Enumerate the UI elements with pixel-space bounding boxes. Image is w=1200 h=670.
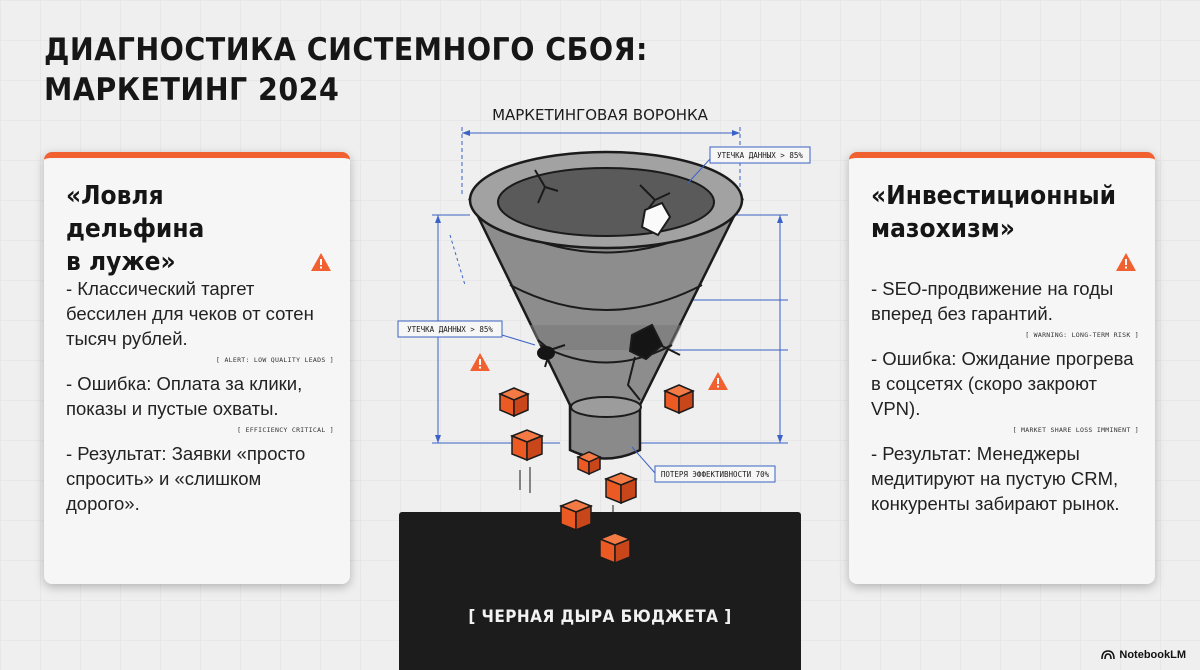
- callout-top-text: УТЕЧКА ДАННЫХ > 85%: [717, 151, 803, 160]
- page-title: ДИАГНОСТИКА СИСТЕМНОГО СБОЯ: МАРКЕТИНГ 2…: [44, 30, 648, 110]
- left-card-title-line-1: «Ловля дельфина: [66, 181, 205, 244]
- falling-cubes: [498, 384, 695, 565]
- right-item-1-tag: [ WARNING: LONG-TERM RISK ]: [1025, 331, 1139, 339]
- right-card-title: «Инвестиционный мазохизм»: [871, 180, 1117, 246]
- right-item-3-text: - Результат: Менеджеры медитируют на пус…: [871, 443, 1120, 514]
- left-info-card: «Ловля дельфина в луже» - Классический т…: [44, 152, 350, 584]
- funnel-diagram: МАРКЕТИНГОВАЯ ВОРОНКА: [397, 106, 811, 565]
- cube-icon: [498, 387, 530, 418]
- left-card-title-line-2: в луже»: [66, 247, 176, 277]
- callout-left-text: УТЕЧКА ДАННЫХ > 85%: [407, 325, 493, 334]
- warning-icon: [1116, 253, 1136, 271]
- funnel-label: МАРКЕТИНГОВАЯ ВОРОНКА: [492, 106, 709, 124]
- black-hole-label: [ ЧЕРНАЯ ДЫРА БЮДЖЕТА ]: [468, 607, 732, 627]
- right-item-1-text: - SEO-продвижение на годы вперед без гар…: [871, 278, 1114, 324]
- motion-lines: [519, 467, 614, 557]
- left-card-body: - Классический таргет бессилен для чеков…: [66, 276, 334, 516]
- cube-icon: [509, 429, 545, 462]
- callout-bottom-text: ПОТЕРЯ ЭФФЕКТИВНОСТИ 70%: [661, 470, 770, 479]
- notebooklm-logo-icon: [1101, 650, 1116, 660]
- cube-icon: [576, 451, 602, 476]
- callout-top: УТЕЧКА ДАННЫХ > 85%: [687, 146, 811, 184]
- left-item-1-text: - Классический таргет бессилен для чеков…: [66, 278, 314, 349]
- cube-icon: [597, 532, 633, 565]
- right-card-title-line-2: мазохизм»: [871, 214, 1015, 244]
- title-line-1: ДИАГНОСТИКА СИСТЕМНОГО СБОЯ:: [44, 32, 648, 68]
- warning-icon: [708, 372, 728, 390]
- left-item-3-text: - Результат: Заявки «просто спросить» и …: [66, 443, 306, 514]
- notebooklm-logo: NotebookLM: [1101, 649, 1186, 661]
- title-line-2: МАРКЕТИНГ 2024: [44, 72, 340, 108]
- left-item-2-text: - Ошибка: Оплата за клики, показы и пуст…: [66, 373, 303, 419]
- right-item-2-text: - Ошибка: Ожидание прогрева в соцсетях (…: [871, 348, 1134, 419]
- left-item-1-tag: [ ALERT: LOW QUALITY LEADS ]: [216, 356, 334, 364]
- funnel-illustration: [467, 150, 745, 460]
- warning-icon: [470, 353, 490, 371]
- right-card-body: - SEO-продвижение на годы вперед без гар…: [871, 276, 1139, 516]
- right-item-2-tag: [ MARKET SHARE LOSS IMMINENT ]: [1012, 426, 1139, 434]
- callout-left: УТЕЧКА ДАННЫХ > 85%: [397, 320, 536, 346]
- callout-bottom: ПОТЕРЯ ЭФФЕКТИВНОСТИ 70%: [631, 446, 776, 483]
- left-item-2-tag: [ EFFICIENCY CRITICAL ]: [237, 426, 334, 434]
- cube-icon: [603, 472, 639, 505]
- right-info-card: «Инвестиционный мазохизм» - SEO-продвиже…: [849, 152, 1155, 584]
- cube-icon: [558, 499, 594, 532]
- dimension-arrows: [435, 130, 783, 443]
- logo-text: NotebookLM: [1119, 649, 1186, 661]
- cube-icon: [663, 384, 695, 415]
- left-card-title: «Ловля дельфина в луже»: [66, 180, 309, 279]
- right-card-title-line-1: «Инвестиционный: [871, 181, 1117, 211]
- warning-icon: [311, 253, 331, 271]
